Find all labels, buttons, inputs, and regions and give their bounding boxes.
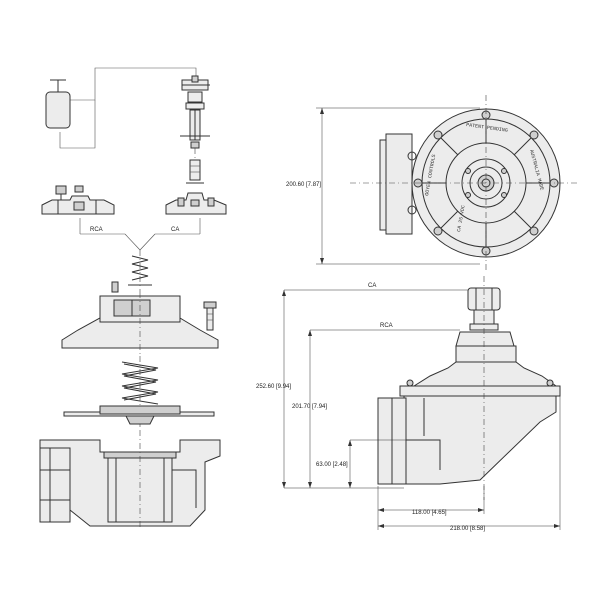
small-spring xyxy=(128,250,152,292)
dim-body-height: 201.70 [7.94] xyxy=(292,404,327,410)
diaphragm xyxy=(63,405,215,425)
side-width-dimensions xyxy=(377,396,561,530)
face-bottom-text: CA 25 VDC xyxy=(456,205,467,233)
front-height-dimension xyxy=(316,107,480,265)
rca-dim-label: RCA xyxy=(380,323,393,329)
connection-loop xyxy=(59,67,197,149)
pilot-assembly xyxy=(180,75,210,184)
dim-port-offset: 118.00 [4.65] xyxy=(412,510,447,516)
ca-dim-label: CA xyxy=(368,283,376,289)
rca-pilot-body xyxy=(41,185,115,215)
rca-small-label: RCA xyxy=(90,227,103,233)
rca-ca-selector xyxy=(79,218,201,251)
face-top-text: PATENT PENDING xyxy=(466,122,508,134)
valve-front-view xyxy=(350,95,580,272)
valve-side-view xyxy=(377,276,561,500)
dim-overall-height: 252.60 [9.94] xyxy=(256,384,291,390)
ca-small-label: CA xyxy=(171,227,179,233)
dim-height-front: 200.60 [7.87] xyxy=(286,182,321,188)
dim-overall-width: 218.00 [8.58] xyxy=(450,526,485,532)
valve-body-section xyxy=(39,430,221,530)
ca-pilot-body xyxy=(165,192,227,215)
valve-cover xyxy=(61,281,219,356)
dim-port-height: 63.00 [2.48] xyxy=(316,462,348,468)
solenoid-coil-icon xyxy=(45,79,71,129)
side-height-dimensions xyxy=(282,290,440,489)
ca-rca-dimensions xyxy=(283,289,468,488)
cover-bolt-icon xyxy=(203,301,217,331)
